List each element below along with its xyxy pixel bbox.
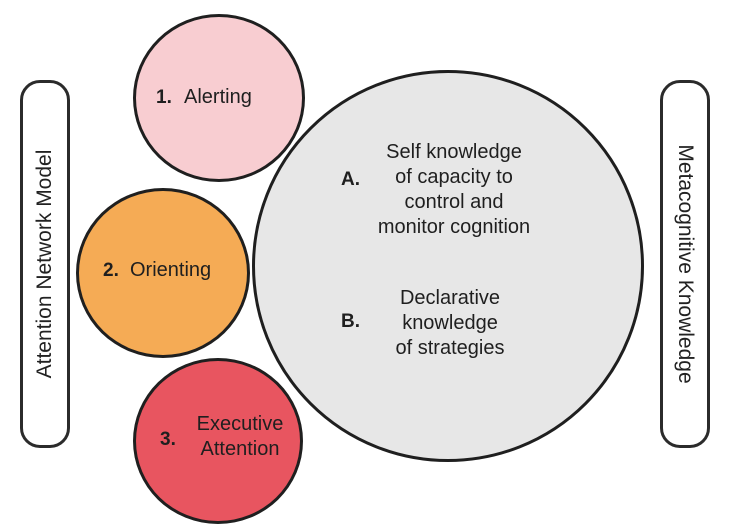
metacognitive-knowledge-label-box: Metacognitive Knowledge	[660, 80, 710, 448]
orienting-number: 2.	[103, 260, 119, 281]
item-a-text: Self knowledge of capacity to control an…	[366, 140, 542, 240]
item-b-letter: B.	[341, 311, 360, 332]
alerting-number: 1.	[156, 87, 172, 108]
item-b-text: Declarative knowledge of strategies	[380, 286, 520, 361]
orienting-label: Orienting	[130, 259, 212, 281]
executive-attention-label: Executive Attention	[184, 412, 296, 462]
item-a-line-3: control and	[404, 191, 504, 213]
orienting-circle	[76, 188, 250, 358]
alerting-label: Alerting	[184, 86, 252, 108]
item-b-line-3: of strategies	[395, 337, 505, 359]
metacognitive-knowledge-circle	[252, 70, 644, 462]
metacognitive-knowledge-label: Metacognitive Knowledge	[674, 144, 697, 384]
item-b-line-2: knowledge	[402, 312, 498, 334]
attention-network-model-label: Attention Network Model	[33, 149, 56, 379]
item-b-line-1: Declarative	[399, 287, 501, 309]
executive-attention-circle	[133, 358, 303, 524]
executive-attention-line-1: Executive	[196, 413, 284, 435]
item-a-line-1: Self knowledge	[386, 141, 522, 163]
alerting-circle	[133, 14, 305, 182]
item-a-line-4: monitor cognition	[377, 216, 531, 238]
executive-attention-line-2: Attention	[200, 438, 280, 460]
item-a-line-2: of capacity to	[395, 166, 513, 188]
item-a-letter: A.	[341, 169, 360, 190]
attention-network-model-label-box: Attention Network Model	[20, 80, 70, 448]
executive-attention-number: 3.	[160, 429, 176, 450]
